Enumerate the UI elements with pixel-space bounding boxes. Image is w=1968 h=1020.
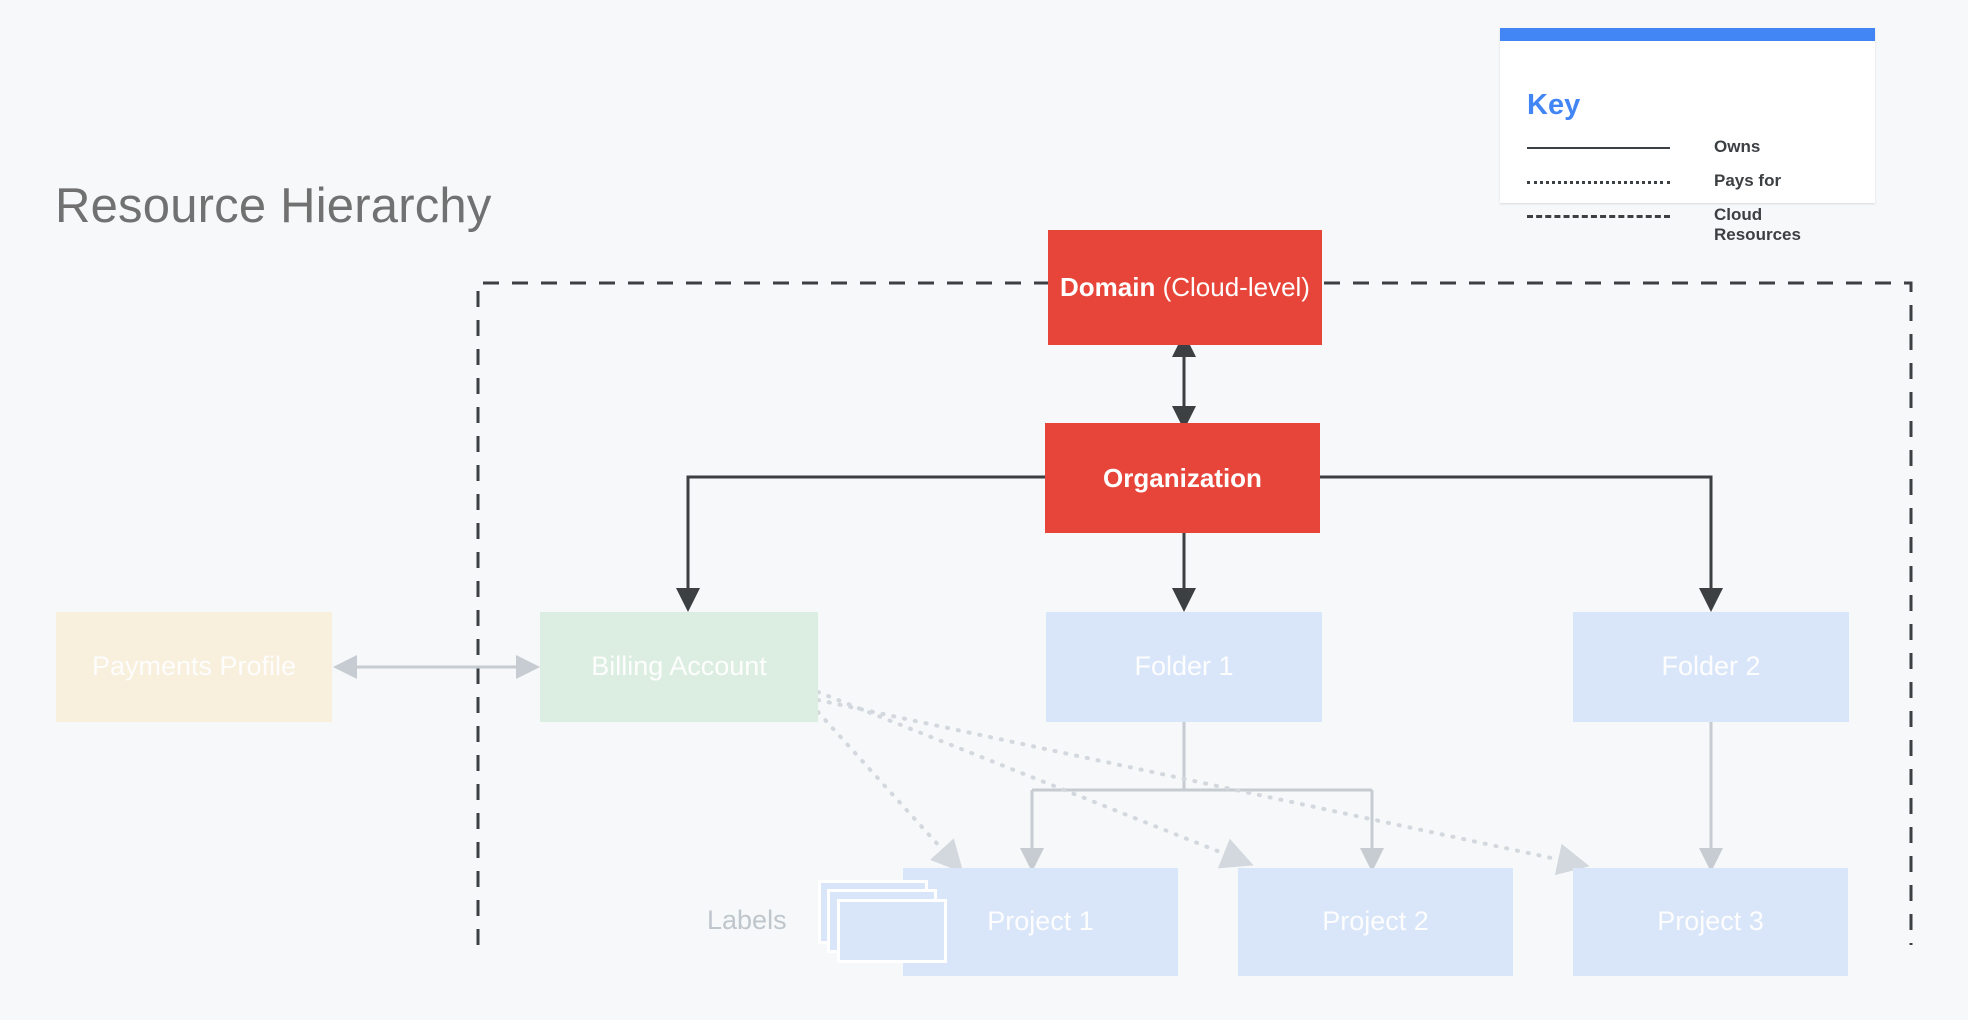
key-row-owns: Owns [1527, 137, 1847, 171]
node-project-2-label: Project 2 [1322, 906, 1429, 937]
key-heading: Key [1527, 89, 1581, 121]
key-label-cloud-resources: Cloud Resources [1714, 205, 1801, 245]
node-domain[interactable]: Domain (Cloud-level) [1048, 230, 1322, 345]
edge-folder1-children [1030, 722, 1374, 855]
key-row-cloud-resources: Cloud Resources [1527, 205, 1847, 245]
node-folder-1-label: Folder 1 [1134, 651, 1234, 682]
key-line-dotted-icon [1527, 171, 1670, 193]
node-project-1[interactable]: Project 1 [903, 868, 1178, 976]
key-line-solid-icon [1527, 137, 1670, 159]
node-project-3-label: Project 3 [1657, 906, 1764, 937]
key-accent-bar [1500, 28, 1875, 41]
key-label-owns: Owns [1714, 137, 1761, 156]
node-domain-label-bold: Domain [1060, 272, 1156, 303]
node-billing-account[interactable]: Billing Account [540, 612, 818, 722]
node-project-3[interactable]: Project 3 [1573, 868, 1848, 976]
node-project-1-label: Project 1 [987, 906, 1094, 937]
label-card-front [837, 899, 947, 963]
node-folder-2-label: Folder 2 [1661, 651, 1761, 682]
node-payments-profile[interactable]: Payments Profile [56, 612, 332, 722]
node-project-2[interactable]: Project 2 [1238, 868, 1513, 976]
node-payments-profile-label: Payments Profile [91, 651, 297, 682]
node-billing-account-label: Billing Account [591, 651, 767, 682]
edge-organization-folder2 [1320, 475, 1723, 612]
key-legend-card: Key Owns Pays for [1500, 28, 1875, 244]
edge-billing-pays-project1 [816, 710, 964, 873]
edge-organization-billing [676, 475, 1045, 612]
key-row-pays-for: Pays for [1527, 171, 1847, 205]
node-folder-2[interactable]: Folder 2 [1573, 612, 1849, 722]
node-domain-label-rest: (Cloud-level) [1155, 272, 1310, 303]
node-organization[interactable]: Organization [1045, 423, 1320, 533]
key-rows: Owns Pays for Cloud Resources [1527, 137, 1847, 245]
page-title: Resource Hierarchy [55, 179, 492, 233]
edge-billing-pays-project3 [816, 698, 1590, 876]
node-organization-label: Organization [1103, 462, 1262, 493]
labels-card-stack[interactable] [818, 880, 948, 970]
key-label-pays-for: Pays for [1714, 171, 1782, 190]
node-folder-1[interactable]: Folder 1 [1046, 612, 1322, 722]
key-line-dashed-icon [1527, 205, 1670, 227]
labels-caption: Labels [707, 905, 787, 935]
